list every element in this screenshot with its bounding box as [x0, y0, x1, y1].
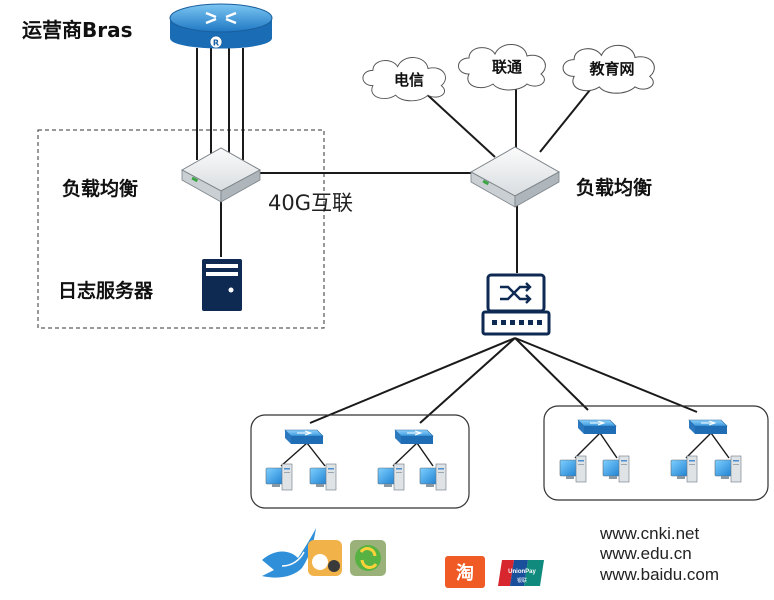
- cloud-unicom-icon: 联通: [458, 43, 546, 91]
- refresh-app-icon: [350, 540, 386, 576]
- cloud-telecom-label: 电信: [394, 71, 424, 89]
- pc-icon: [309, 463, 337, 491]
- core-to-switch-1: [309, 337, 516, 424]
- access-links: [280, 432, 730, 467]
- taobao-icon: 淘: [445, 556, 485, 588]
- access-switch-1-icon: [284, 429, 324, 445]
- cloud-unicom-label: 联通: [492, 58, 522, 76]
- access-switch-3-icon: [577, 419, 617, 435]
- taobao-glyph: 淘: [456, 562, 474, 584]
- pc-icon: [419, 463, 447, 491]
- log-server-icon: [202, 259, 242, 311]
- url-item: www.cnki.net: [599, 524, 699, 543]
- lb-left-label: 负载均衡: [62, 177, 138, 200]
- svg-text:UnionPay: UnionPay: [508, 569, 536, 575]
- bras-label: 运营商Bras: [22, 18, 133, 42]
- cloud-edu-icon: 教育网: [562, 44, 655, 94]
- connections: [196, 48, 698, 424]
- link-telecom: [419, 87, 496, 158]
- access-group-left: [250, 414, 470, 509]
- cloud-edu-label: 教育网: [588, 60, 634, 78]
- core-to-switch-4: [514, 337, 698, 413]
- url-item: www.edu.cn: [599, 544, 692, 563]
- pc-icon: [670, 455, 698, 483]
- bird-app-icon: [262, 528, 316, 578]
- pc-icon: [377, 463, 405, 491]
- svg-text:银联: 银联: [517, 577, 527, 584]
- load-balancer-right-icon: [469, 146, 561, 208]
- chat-app-icon: [308, 540, 342, 576]
- pc-icon: [265, 463, 293, 491]
- pc-icon: [559, 455, 587, 483]
- unionpay-logo: UnionPay 银联: [498, 560, 544, 586]
- link-edu: [539, 79, 599, 153]
- router-mark: R: [213, 39, 219, 48]
- local-zone-border: [37, 129, 325, 329]
- log-server-label: 日志服务器: [58, 279, 154, 302]
- core-to-switch-3: [514, 337, 589, 411]
- pc-icon: [714, 455, 742, 483]
- url-item: www.baidu.com: [599, 565, 719, 584]
- pc-icon: [602, 455, 630, 483]
- load-balancer-left-icon: [180, 147, 262, 203]
- cloud-telecom-icon: 电信: [362, 57, 446, 102]
- access-switch-2-icon: [394, 429, 434, 445]
- access-switch-4-icon: [688, 419, 728, 435]
- access-group-right: [543, 405, 769, 501]
- core-switch-icon: [481, 273, 551, 336]
- core-to-switch-2: [419, 337, 516, 424]
- interconnect-label: 40G互联: [268, 191, 353, 215]
- bras-router-icon: R: [169, 3, 273, 49]
- lb-right-label: 负载均衡: [576, 176, 652, 199]
